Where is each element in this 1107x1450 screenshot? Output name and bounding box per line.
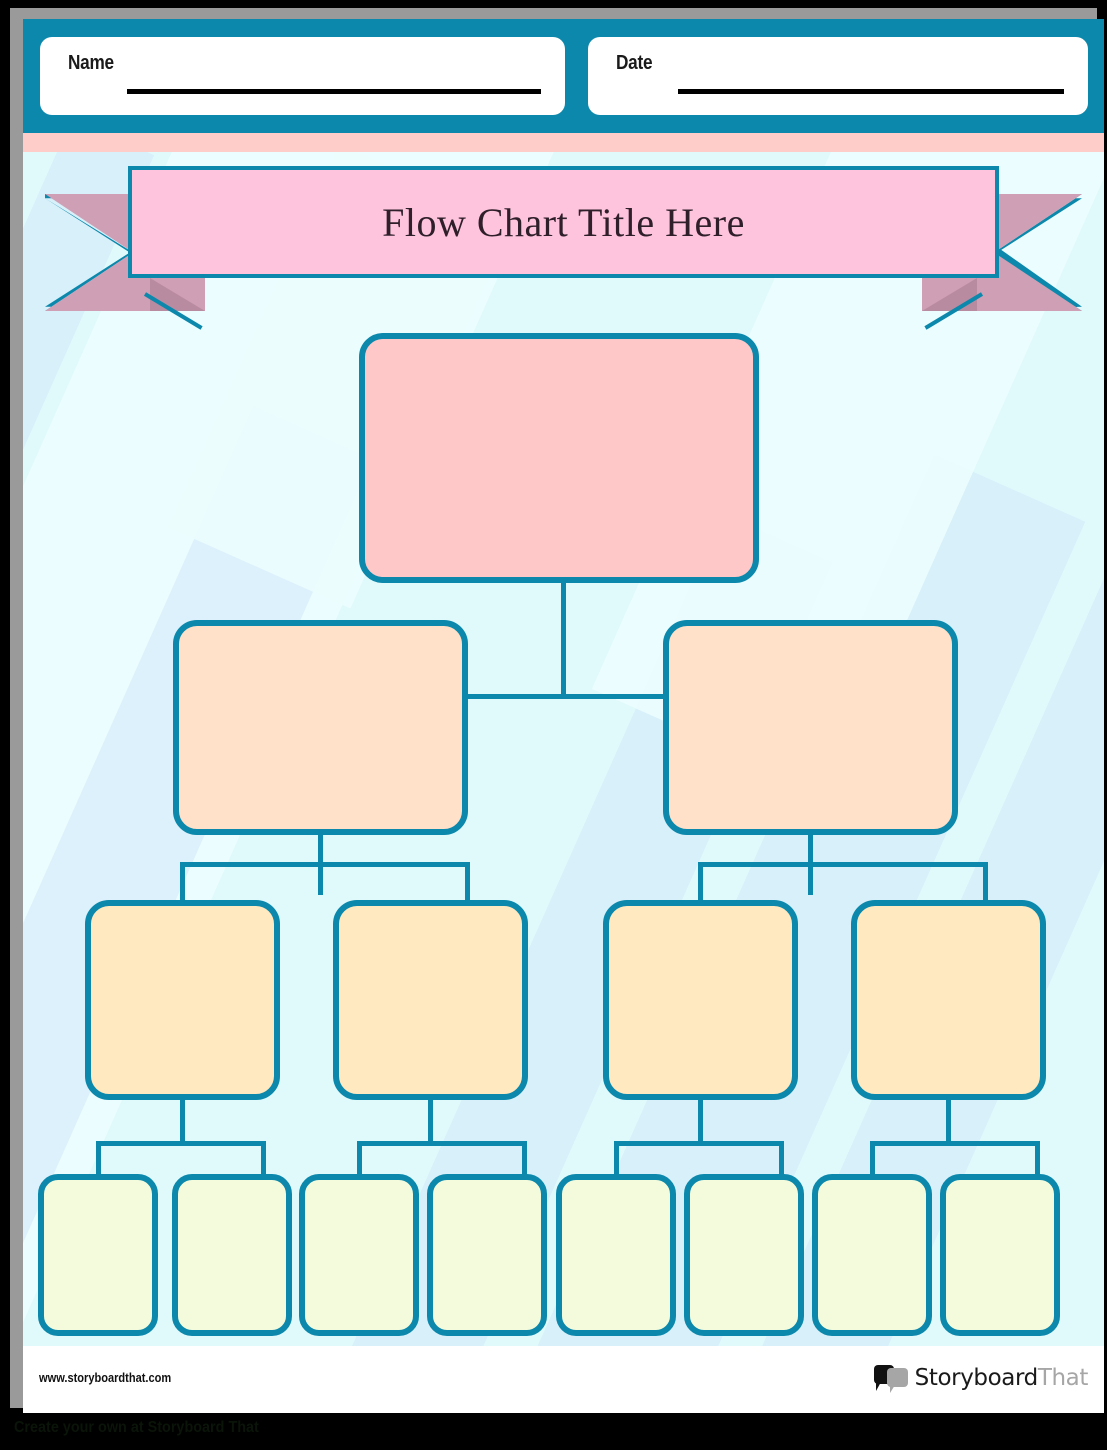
flow-node-level2-2[interactable] [663,620,958,835]
connector-l3b-drop-right [522,1141,527,1177]
name-field-card[interactable]: Name [40,37,565,115]
connector-l2a-drop-right [465,862,470,902]
connector-l3a-stem [180,1096,185,1144]
title-banner[interactable]: Flow Chart Title Here [128,166,999,278]
name-label: Name [68,52,114,74]
name-write-line[interactable] [127,89,541,94]
speech-bubble-front-icon [886,1368,908,1393]
flow-node-level4-4[interactable] [427,1174,547,1336]
connector-l3a-drop-left [96,1141,101,1177]
flow-node-level4-3[interactable] [299,1174,419,1336]
date-write-line[interactable] [678,89,1064,94]
flow-node-level3-4[interactable] [851,900,1046,1100]
connector-l3b-bar [357,1141,527,1146]
flow-node-level3-3[interactable] [603,900,798,1100]
title-ribbon: Flow Chart Title Here [23,166,1104,330]
connector-l3c-bar [614,1141,784,1146]
flow-node-level4-8[interactable] [940,1174,1060,1336]
flow-node-level3-2[interactable] [333,900,528,1100]
connector-l3d-drop-left [870,1141,875,1177]
connector-l1-stem [561,577,566,697]
flow-node-level4-7[interactable] [812,1174,932,1336]
connector-l3a-bar [96,1141,266,1146]
connector-l2b-drop-right [983,862,988,902]
flow-node-level4-2[interactable] [172,1174,292,1336]
connector-l3d-bar [870,1141,1040,1146]
worksheet-sheet: Name Date [23,19,1104,1413]
connector-l3c-drop-right [779,1141,784,1177]
page-title: Flow Chart Title Here [382,199,745,245]
connector-l3d-drop-right [1035,1141,1040,1177]
date-label: Date [616,52,653,74]
logo-text-secondary: That [1037,1365,1089,1391]
connector-l2b-drop-left [698,862,703,902]
storyboardthat-logo[interactable]: StoryboardThat [873,1362,1089,1394]
flow-node-level2-1[interactable] [173,620,468,835]
date-field-card[interactable]: Date [588,37,1088,115]
connector-l3c-stem [698,1096,703,1144]
worksheet-body: Flow Chart Title Here [23,152,1104,1346]
flow-node-level3-1[interactable] [85,900,280,1100]
flow-node-level1-1[interactable] [359,333,759,583]
connector-l3c-drop-left [614,1141,619,1177]
sheet-frame: Name Date [10,8,1104,1413]
flow-node-level4-5[interactable] [556,1174,676,1336]
connector-l1-bar [466,694,666,699]
accent-strip [23,133,1104,152]
connector-l3a-drop-right [261,1141,266,1177]
header-bar: Name Date [23,19,1104,133]
logo-text-primary: Storyboard [914,1365,1039,1391]
connector-l2b-bar [698,862,988,867]
connector-l3b-stem [428,1096,433,1144]
logo-wordmark: StoryboardThat [914,1365,1089,1391]
connector-l3b-drop-left [357,1141,362,1177]
connector-l3d-stem [946,1096,951,1144]
flow-chart [23,152,1104,1346]
footer-url[interactable]: www.storyboardthat.com [39,1370,172,1385]
flow-node-level4-1[interactable] [38,1174,158,1336]
flow-node-level4-6[interactable] [684,1174,804,1336]
speech-bubble-icon [873,1364,910,1393]
bottom-caption: Create your own at Storyboard That [14,1419,259,1436]
connector-l2a-drop-left [180,862,185,902]
connector-l2a-bar [180,862,470,867]
footer: www.storyboardthat.com StoryboardThat [23,1346,1104,1413]
